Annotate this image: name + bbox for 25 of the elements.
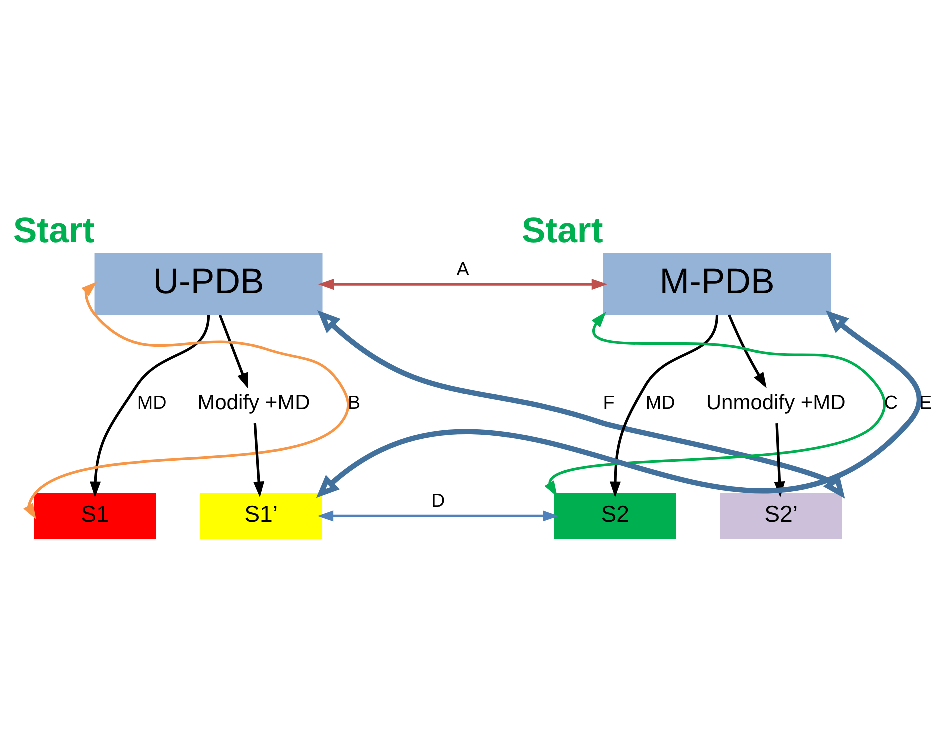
node-label: Start: [13, 210, 95, 250]
node-box: S1’: [200, 492, 322, 539]
edge-label: E: [920, 392, 932, 414]
node-box: S2: [554, 492, 676, 539]
arrow: [90, 314, 210, 498]
arrow: [318, 278, 608, 290]
node-box: M-PDB: [603, 253, 832, 316]
arrow: [254, 422, 265, 498]
node-text: Modify +MD: [198, 391, 310, 414]
node-label: Start: [522, 210, 604, 250]
edge-label: F: [603, 392, 615, 414]
node-box: U-PDB: [94, 253, 323, 316]
arrow: [610, 314, 719, 498]
node-box: S1: [34, 492, 156, 539]
node-text: Unmodify +MD: [706, 391, 846, 414]
edge-label: MD: [646, 392, 676, 414]
edge-label: A: [456, 259, 470, 280]
arrow: [24, 281, 350, 520]
edge-label: D: [432, 490, 446, 512]
arrow: [318, 510, 559, 522]
edge-label: MD: [137, 392, 167, 414]
arrow: [218, 314, 248, 389]
edge-label: B: [348, 392, 361, 414]
arrow: [728, 314, 767, 388]
node-box: S2’: [720, 492, 842, 539]
